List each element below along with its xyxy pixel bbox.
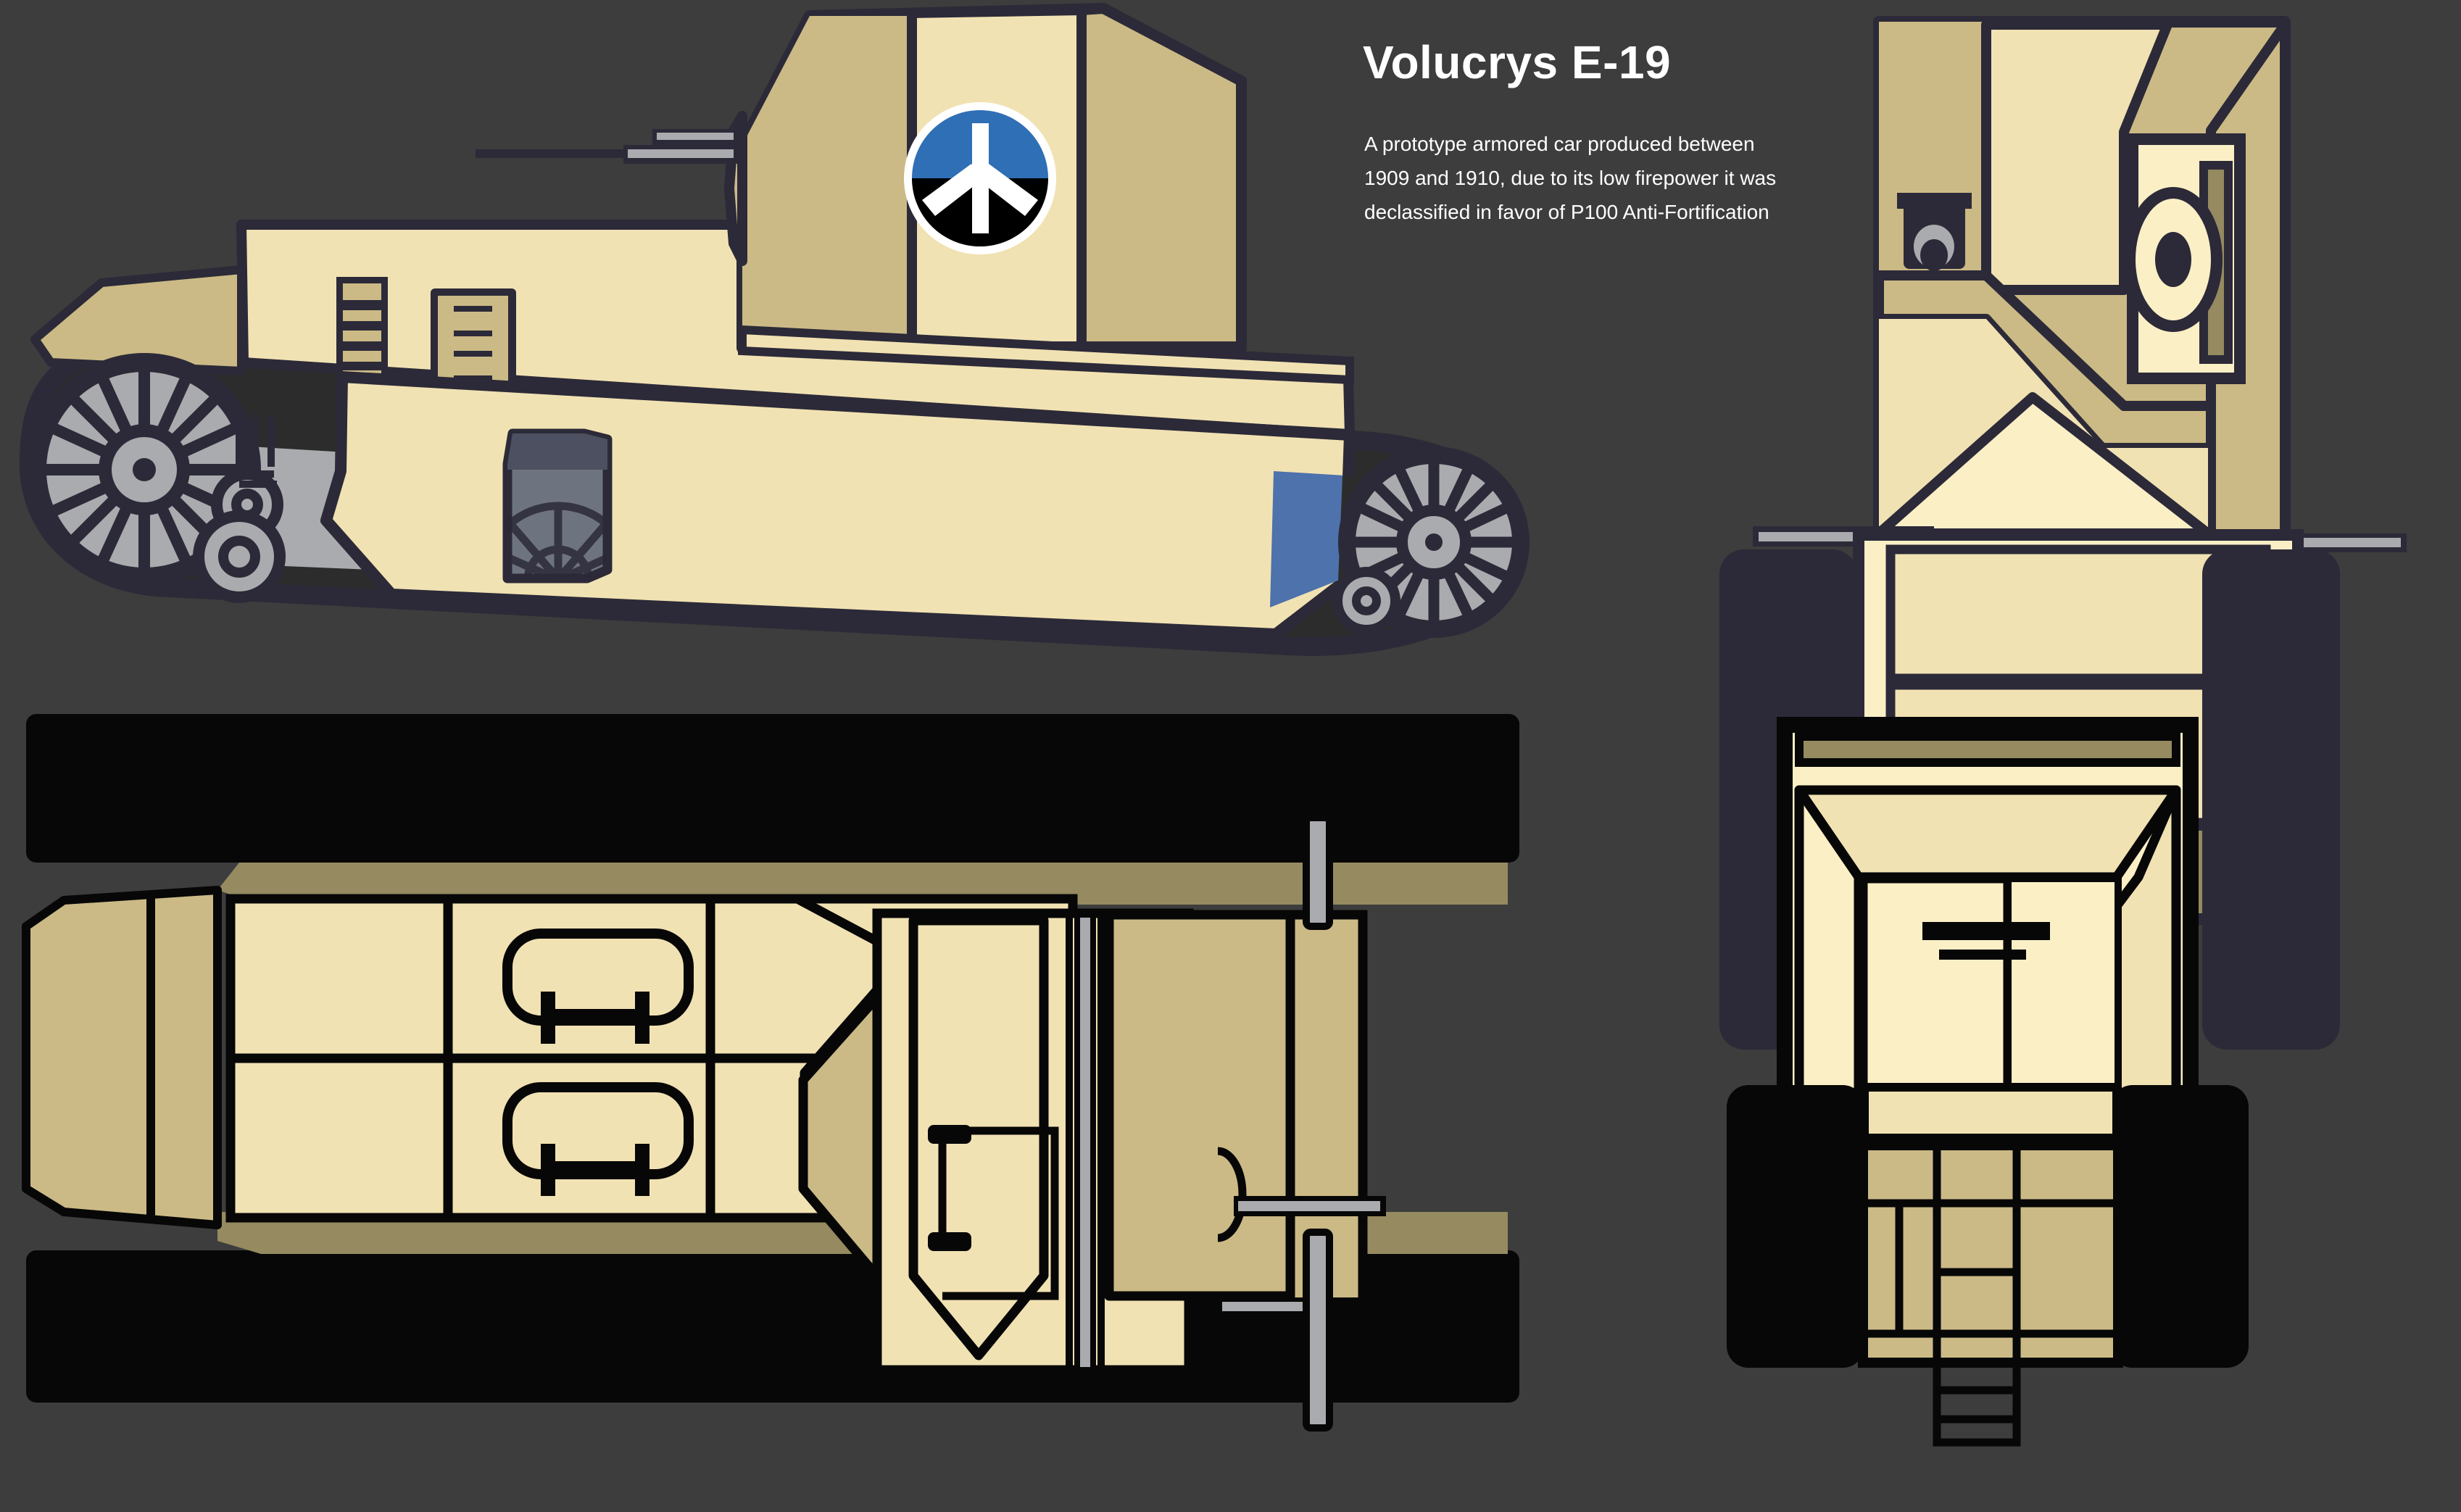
rear-wheel-right <box>2111 1085 2249 1368</box>
side-front-wheel <box>28 353 261 586</box>
top-antenna-rods <box>1303 814 1333 1432</box>
side-turret <box>476 3 1354 385</box>
description-line-2: 1909 and 1910, due to its low firepower … <box>1364 167 1776 189</box>
front-view <box>1719 16 2407 1050</box>
front-wheel-right <box>2202 549 2340 1050</box>
side-turret-mantlet <box>742 16 912 348</box>
page-title: Volucrys E-19 <box>1363 36 1671 88</box>
rear-view <box>1727 717 2249 1447</box>
top-turret-handles <box>928 1125 1059 1300</box>
top-left-endcap <box>22 886 222 1229</box>
side-turret-deck <box>738 325 1354 385</box>
rear-top-lip <box>1795 732 2180 767</box>
description-line-1: A prototype armored car produced between <box>1364 133 1755 155</box>
front-glacis-plate <box>1879 319 2208 533</box>
top-hatch-lower[interactable] <box>502 1082 694 1196</box>
top-gun-barrels[interactable] <box>1217 1147 1458 1316</box>
rear-step-ladder <box>1933 1358 2021 1447</box>
top-view <box>22 714 1711 1432</box>
side-front-idlers <box>193 413 286 603</box>
top-hatch-upper[interactable] <box>502 929 694 1044</box>
title-block: Volucrys E-19 A prototype armored car pr… <box>1363 36 1776 223</box>
side-vision-port <box>502 428 613 583</box>
side-louvre-vent <box>336 277 388 382</box>
side-view <box>20 3 1530 656</box>
front-vision-slit <box>1897 193 1972 271</box>
side-rear-idler <box>1332 567 1400 635</box>
rear-ceiling-bevel <box>1794 785 2181 882</box>
front-interior-face <box>1981 20 2172 295</box>
side-blue-accent-stripe <box>1270 471 1345 607</box>
emblem-device <box>922 123 1038 233</box>
front-optic-lens <box>2124 187 2223 332</box>
rear-stowage-dividers <box>1863 1145 2118 1363</box>
side-ladder-panel <box>431 288 516 390</box>
emblem-roundel <box>904 102 1056 254</box>
side-gun-barrels[interactable] <box>476 129 738 164</box>
top-skirt-notch-upper <box>1580 863 1711 905</box>
top-spine-rail-b <box>1074 912 1096 1373</box>
rear-lower-band <box>1860 1083 2121 1142</box>
rear-wheel-left <box>1727 1085 1864 1368</box>
rear-door-slits <box>1922 922 2050 960</box>
rear-stowage-box <box>1858 1140 2123 1368</box>
top-spine-rail-a <box>1066 915 1073 1370</box>
description-line-3: declassified in favor of P100 Anti-Forti… <box>1364 201 1769 223</box>
top-track-left <box>26 714 1519 863</box>
top-spine-rail-c <box>1097 915 1105 1370</box>
side-port-wheel-behind <box>507 502 607 578</box>
side-turret-rear-panel <box>1076 4 1246 352</box>
